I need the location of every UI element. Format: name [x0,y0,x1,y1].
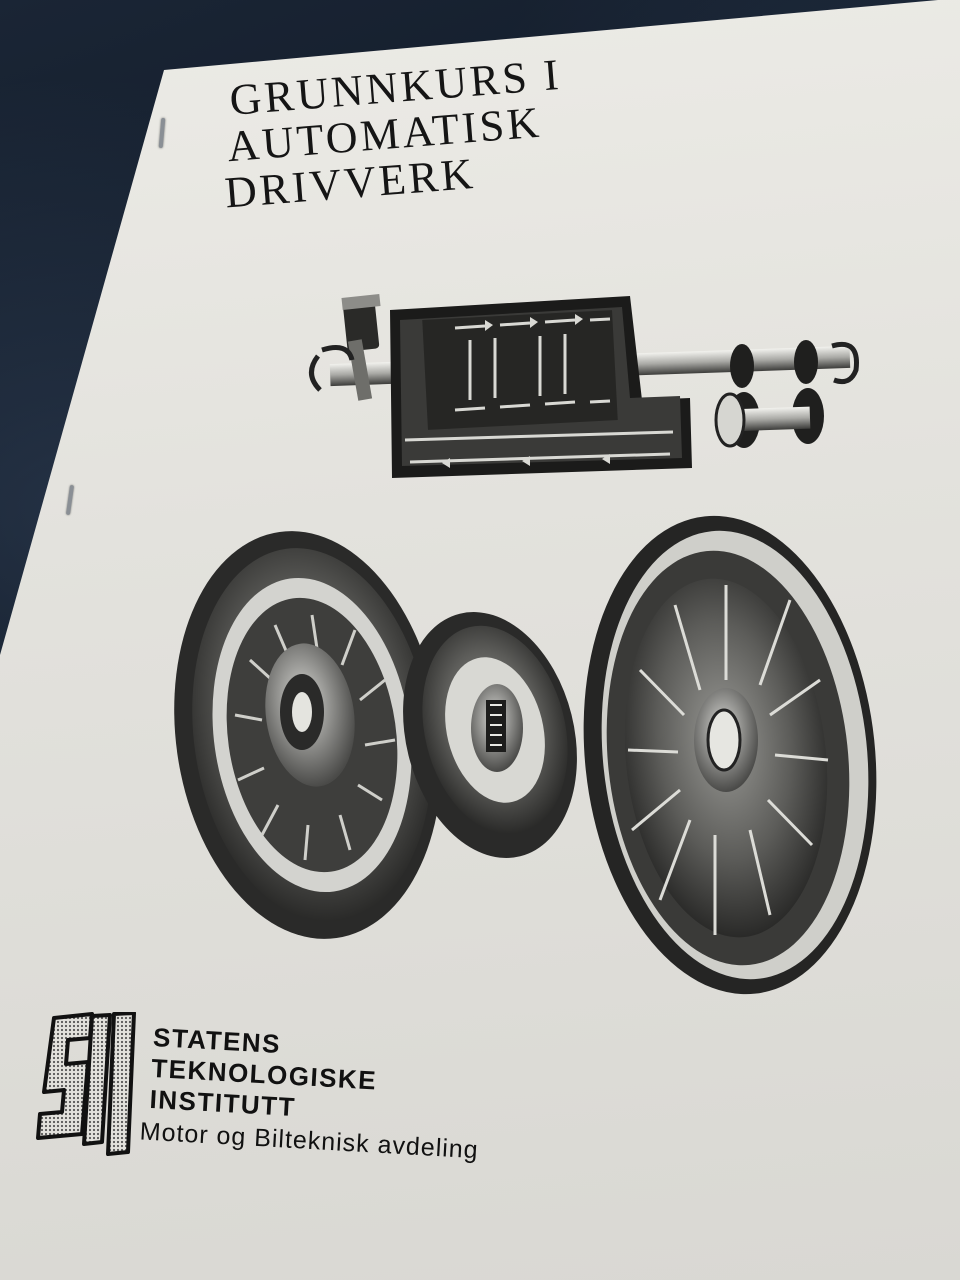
institute-block: STATENS TEKNOLOGISKE INSTITUTT Motor og … [139,1022,485,1167]
sti-logo-icon [36,1012,136,1156]
turbine-wheel-icon [403,612,577,858]
stator-wheel-icon [583,515,877,995]
engine-torque-converter-diagram-icon [309,294,859,478]
impeller-wheel-icon [174,531,442,939]
